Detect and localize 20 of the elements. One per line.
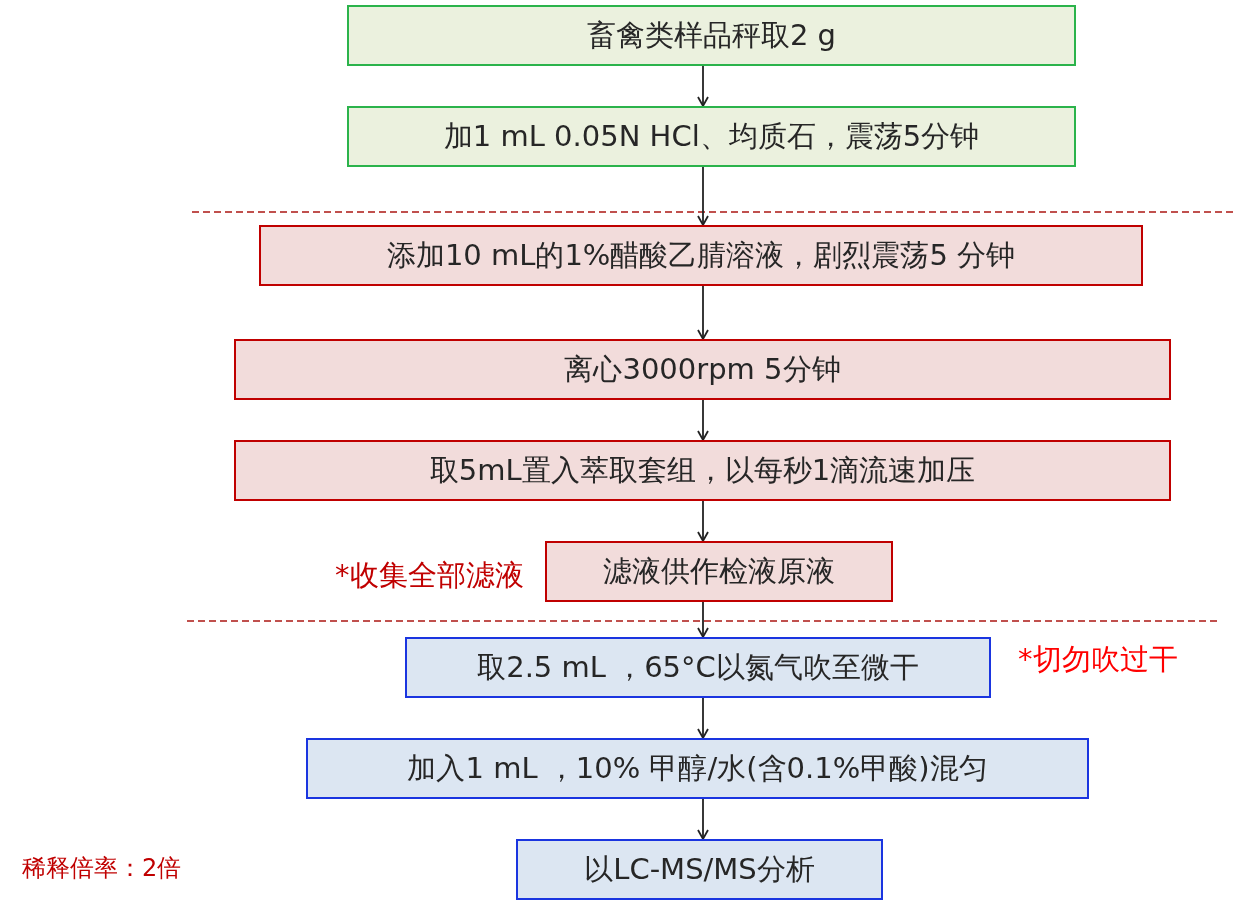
note-text: *收集全部滤液 [335, 557, 524, 594]
process-box: 取2.5 mL ，65°C以氮气吹至微干 [405, 637, 991, 698]
process-box: 以LC-MS/MS分析 [516, 839, 883, 900]
arrow [697, 601, 709, 638]
process-box: 添加10 mL的1%醋酸乙腈溶液，剧烈震荡5 分钟 [259, 225, 1143, 286]
arrow [697, 285, 709, 340]
process-box: 畜禽类样品秤取2 g [347, 5, 1076, 66]
note-text: 稀释倍率：2倍 [22, 853, 182, 884]
arrow [697, 65, 709, 107]
process-box: 取5mL置入萃取套组，以每秒1滴流速加压 [234, 440, 1171, 501]
process-box: 离心3000rpm 5分钟 [234, 339, 1171, 400]
arrow [697, 166, 709, 226]
arrow [697, 399, 709, 441]
process-box: 加1 mL 0.05N HCl、均质石，震荡5分钟 [347, 106, 1076, 167]
process-box: 加入1 mL ，10% 甲醇/水(含0.1%甲酸)混匀 [306, 738, 1089, 799]
arrow [697, 500, 709, 542]
arrow [697, 697, 709, 739]
process-box: 滤液供作检液原液 [545, 541, 893, 602]
note-text: *切勿吹过干 [1018, 641, 1178, 678]
arrow [697, 798, 709, 840]
